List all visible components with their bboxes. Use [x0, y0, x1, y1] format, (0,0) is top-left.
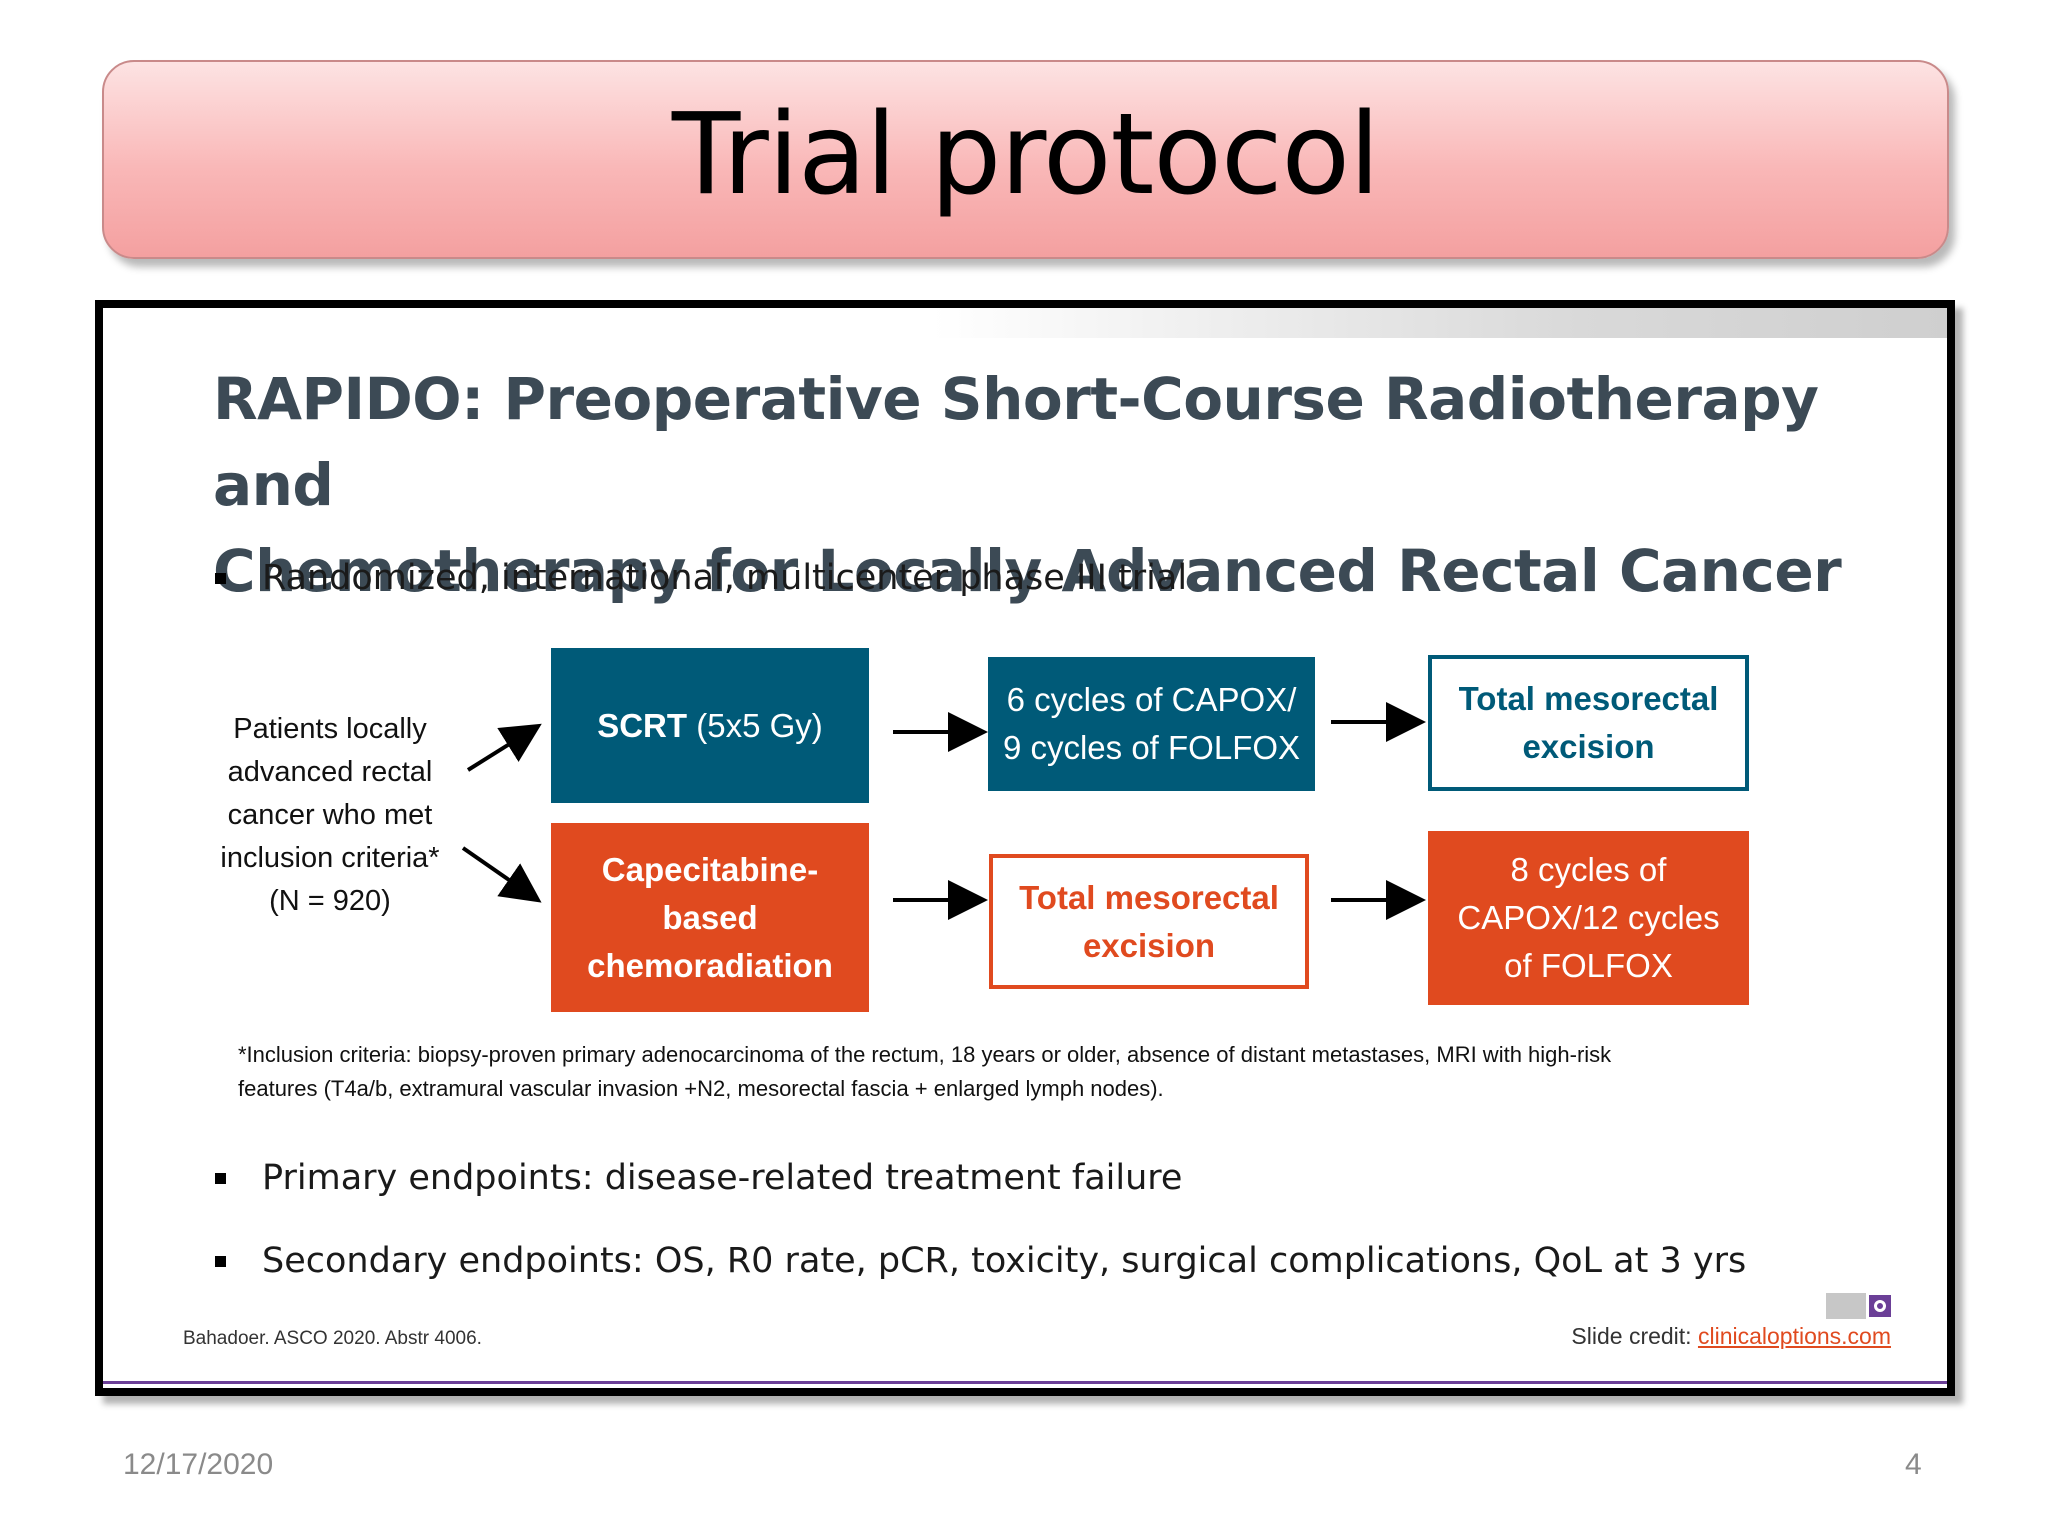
inclusion-footnote: *Inclusion criteria: biopsy-proven prima…	[238, 1038, 1848, 1106]
split-arrow-up	[466, 723, 542, 772]
credit-link[interactable]: clinicaloptions.com	[1697, 1323, 1891, 1349]
patients-line: Patients locally	[233, 713, 427, 745]
slide-credit: Slide credit: clinicaloptions.com	[1571, 1323, 1891, 1350]
bullet-primary-endpoints: Primary endpoints: disease-related treat…	[215, 1158, 1182, 1198]
footnote-line: *Inclusion criteria: biopsy-proven prima…	[238, 1042, 1612, 1067]
slide-title: Trial protocol	[671, 89, 1380, 220]
heading-line-1: RAPIDO: Preoperative Short-Course Radiot…	[213, 365, 1819, 519]
cco-logo-gray	[1826, 1293, 1866, 1319]
arm2-crt-line: based	[662, 898, 758, 936]
arm1-tme-box: Total mesorectal excision	[1428, 655, 1749, 791]
arm2-tme-line: Total mesorectal	[1019, 878, 1279, 916]
bullet-text: Randomized, international, multicenter p…	[262, 558, 1188, 598]
arm2-tme-line: excision	[1082, 926, 1216, 964]
bullet-square-icon	[215, 572, 226, 584]
arm2-tme-box: Total mesorectal excision	[989, 854, 1309, 989]
patients-line: (N = 920)	[269, 885, 391, 917]
bullet-square-icon	[215, 1172, 226, 1184]
credit-label: Slide credit:	[1571, 1323, 1698, 1349]
arm1-scrt-box: SCRT (5x5 Gy)	[551, 648, 869, 803]
arm2-chemo-box: 8 cycles of CAPOX/12 cycles of FOLFOX	[1428, 831, 1749, 1005]
bullet-square-icon	[215, 1255, 226, 1267]
heading-line-2: Chemotherapy for Locally Advanced Rectal…	[213, 537, 1842, 605]
slide-top-gradient	[103, 308, 1947, 338]
split-arrow-down	[461, 846, 542, 903]
arm2-chemo-line: CAPOX/12 cycles	[1457, 899, 1720, 936]
bullet-text: Secondary endpoints: OS, R0 rate, pCR, t…	[262, 1241, 1747, 1281]
arm2-crt-line: chemoradiation	[587, 946, 833, 984]
purple-divider	[103, 1381, 1947, 1384]
arm2-crt-line: Capecitabine-	[601, 850, 819, 888]
footnote-line: features (T4a/b, extramural vascular inv…	[238, 1076, 1164, 1101]
bullet-secondary-endpoints: Secondary endpoints: OS, R0 rate, pCR, t…	[215, 1241, 1746, 1281]
patients-line: advanced rectal	[227, 756, 433, 788]
bullet-design: Randomized, international, multicenter p…	[215, 558, 1187, 598]
cco-logo-icon	[1807, 1293, 1891, 1319]
footer-date: 12/17/2020	[123, 1448, 274, 1481]
embedded-slide: RAPIDO: Preoperative Short-Course Radiot…	[95, 300, 1955, 1396]
arm1-tme-line: excision	[1522, 728, 1655, 765]
arm2-chemoradiation-box: Capecitabine- based chemoradiation	[551, 823, 869, 1012]
arm1-chemo-line: 9 cycles of FOLFOX	[1002, 729, 1301, 766]
arm1-chemo-box: 6 cycles of CAPOX/ 9 cycles of FOLFOX	[988, 657, 1315, 791]
arm2-chemo-line: of FOLFOX	[1504, 947, 1673, 984]
citation: Bahadoer. ASCO 2020. Abstr 4006.	[183, 1328, 482, 1349]
patients-line: inclusion criteria*	[220, 842, 440, 874]
arm2-chemo-line: 8 cycles of	[1510, 851, 1667, 888]
title-banner: Trial protocol	[102, 60, 1949, 259]
patients-label: Patients locally advanced rectal cancer …	[195, 708, 465, 923]
footer-page-number: 4	[1905, 1448, 1922, 1481]
arm1-tme-line: Total mesorectal	[1458, 680, 1719, 717]
bullet-text: Primary endpoints: disease-related treat…	[262, 1158, 1183, 1198]
scrt-bold: SCRT	[597, 706, 688, 744]
patients-line: cancer who met	[227, 799, 433, 831]
cco-logo-purple	[1869, 1295, 1891, 1317]
scrt-dose: (5x5 Gy)	[687, 706, 823, 744]
arm1-chemo-line: 6 cycles of CAPOX/	[1006, 681, 1297, 718]
embedded-slide-heading: RAPIDO: Preoperative Short-Course Radiot…	[213, 356, 1863, 614]
